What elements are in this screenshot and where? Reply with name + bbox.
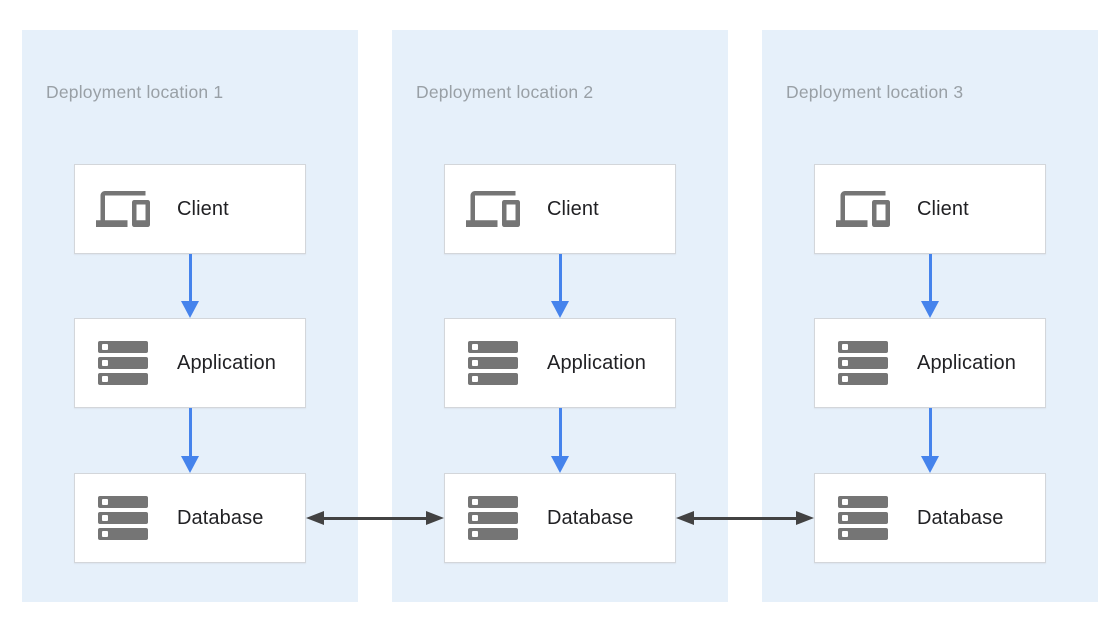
panel-title: Deployment location 1 xyxy=(46,82,224,102)
server-icon xyxy=(835,496,891,540)
arrow-right-head xyxy=(796,511,814,525)
panel-title: Deployment location 2 xyxy=(416,82,594,102)
arrow-stem xyxy=(694,516,796,520)
deployment-location-2-panel: Deployment location 2 Client Application xyxy=(392,30,728,602)
application-node: Application xyxy=(74,318,306,408)
database-node: Database xyxy=(814,473,1046,563)
node-label: Client xyxy=(177,197,229,220)
node-label: Application xyxy=(177,351,276,374)
server-icon xyxy=(835,341,891,385)
deployment-location-3-panel: Deployment location 3 Client Application xyxy=(762,30,1098,602)
client-node: Client xyxy=(814,164,1046,254)
flow-arrow-client-to-application xyxy=(551,254,569,318)
node-label: Database xyxy=(177,506,264,529)
arrow-stem xyxy=(324,516,426,520)
database-node: Database xyxy=(444,473,676,563)
flow-arrow-application-to-database xyxy=(551,408,569,473)
flow-arrow-client-to-application xyxy=(181,254,199,318)
client-node: Client xyxy=(444,164,676,254)
application-node: Application xyxy=(444,318,676,408)
database-replication-arrow-2-3 xyxy=(676,510,814,526)
devices-icon xyxy=(465,182,521,236)
server-icon xyxy=(465,341,521,385)
flow-arrow-client-to-application xyxy=(921,254,939,318)
database-replication-arrow-1-2 xyxy=(306,510,444,526)
panel-title: Deployment location 3 xyxy=(786,82,964,102)
server-icon xyxy=(465,496,521,540)
application-node: Application xyxy=(814,318,1046,408)
node-label: Database xyxy=(547,506,634,529)
node-label: Client xyxy=(547,197,599,220)
node-label: Application xyxy=(547,351,646,374)
devices-icon xyxy=(95,182,151,236)
client-node: Client xyxy=(74,164,306,254)
arrow-right-head xyxy=(426,511,444,525)
node-label: Client xyxy=(917,197,969,220)
devices-icon xyxy=(835,182,891,236)
node-label: Application xyxy=(917,351,1016,374)
arrow-left-head xyxy=(306,511,324,525)
flow-arrow-application-to-database xyxy=(921,408,939,473)
server-icon xyxy=(95,341,151,385)
database-node: Database xyxy=(74,473,306,563)
node-label: Database xyxy=(917,506,1004,529)
server-icon xyxy=(95,496,151,540)
arrow-left-head xyxy=(676,511,694,525)
flow-arrow-application-to-database xyxy=(181,408,199,473)
deployment-location-1-panel: Deployment location 1 Client Application xyxy=(22,30,358,602)
